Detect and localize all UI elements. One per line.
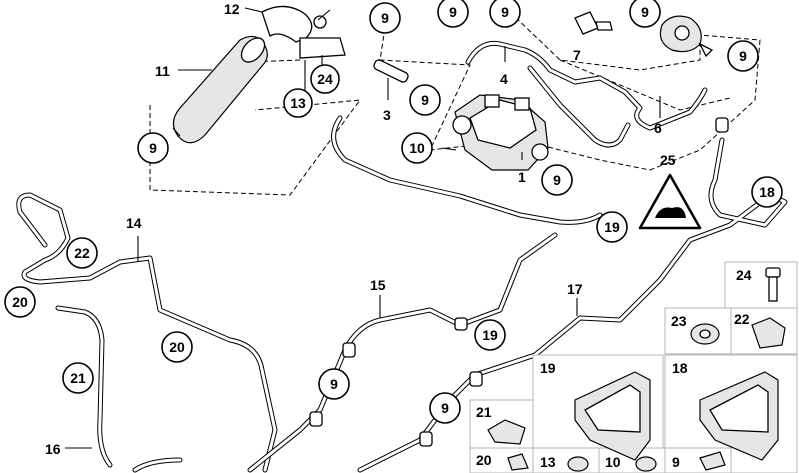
callout-18: 18 [751, 176, 783, 208]
callout-9e: 9 [727, 40, 759, 72]
callout-20b: 20 [161, 331, 193, 363]
callout-9h: 9 [541, 164, 573, 196]
inset-label-20: 20 [476, 452, 492, 468]
inset-label-24: 24 [736, 267, 752, 283]
svg-text:9: 9 [553, 172, 561, 188]
callout-9i: 9 [318, 368, 350, 400]
callout-20a: 20 [4, 286, 36, 318]
part-label-14: 14 [126, 215, 142, 231]
part-label-16: 16 [45, 441, 61, 457]
svg-text:18: 18 [759, 184, 775, 200]
callout-10: 10 [401, 132, 433, 164]
part-label-4: 4 [500, 71, 508, 87]
callout-19b: 19 [474, 319, 506, 351]
svg-text:24: 24 [317, 71, 333, 87]
valve-unit [452, 94, 549, 171]
svg-text:20: 20 [169, 339, 185, 355]
parts-inset [469, 261, 798, 473]
fuel-filter [172, 35, 268, 144]
svg-text:19: 19 [604, 219, 620, 235]
part-label-15: 15 [370, 277, 386, 293]
inset-label-22: 22 [734, 311, 750, 327]
inset-label-18: 18 [672, 360, 688, 376]
part-label-25: 25 [660, 152, 676, 168]
svg-text:9: 9 [501, 4, 509, 20]
svg-text:9: 9 [149, 140, 157, 156]
svg-text:22: 22 [74, 245, 90, 261]
callout-9g: 9 [137, 132, 169, 164]
callout-21: 21 [62, 362, 94, 394]
part-label-6: 6 [654, 120, 662, 136]
clamp [261, 5, 346, 59]
connector-valve [574, 11, 714, 58]
callout-24: 24 [310, 64, 340, 94]
callout-13: 13 [283, 88, 313, 118]
svg-text:9: 9 [441, 400, 449, 416]
svg-text:20: 20 [12, 294, 28, 310]
svg-text:19: 19 [482, 327, 498, 343]
part-label-11: 11 [155, 63, 170, 79]
callout-19a: 19 [596, 211, 628, 243]
svg-text:9: 9 [330, 376, 338, 392]
callout-9b: 9 [437, 0, 469, 28]
svg-text:9: 9 [739, 48, 747, 64]
inset-label-23: 23 [671, 313, 687, 329]
part-label-17: 17 [567, 281, 583, 297]
svg-text:9: 9 [449, 4, 457, 20]
inset-label-19: 19 [540, 360, 556, 376]
callout-9c: 9 [489, 0, 521, 28]
part-label-12: 12 [224, 1, 240, 17]
part-label-7: 7 [573, 47, 581, 63]
inset-label-21: 21 [476, 404, 492, 420]
callout-9d: 9 [629, 0, 661, 28]
svg-text:9: 9 [421, 92, 429, 108]
svg-text:9: 9 [641, 4, 649, 20]
svg-text:13: 13 [290, 95, 306, 111]
svg-text:10: 10 [409, 140, 425, 156]
svg-text:9: 9 [381, 10, 389, 26]
callout-22: 22 [66, 237, 98, 269]
svg-text:21: 21 [70, 370, 86, 386]
inset-label-13: 13 [540, 454, 556, 470]
callout-9j: 9 [429, 392, 461, 424]
hose-piece [373, 59, 409, 83]
part-label-1: 1 [518, 169, 526, 185]
inset-label-10: 10 [605, 454, 621, 470]
callout-9a: 9 [369, 2, 401, 34]
warning-triangle-icon [638, 173, 702, 230]
inset-label-9: 9 [672, 454, 680, 470]
callout-9f: 9 [409, 84, 441, 116]
leader-lines [65, 7, 661, 449]
part-label-3: 3 [383, 107, 391, 123]
